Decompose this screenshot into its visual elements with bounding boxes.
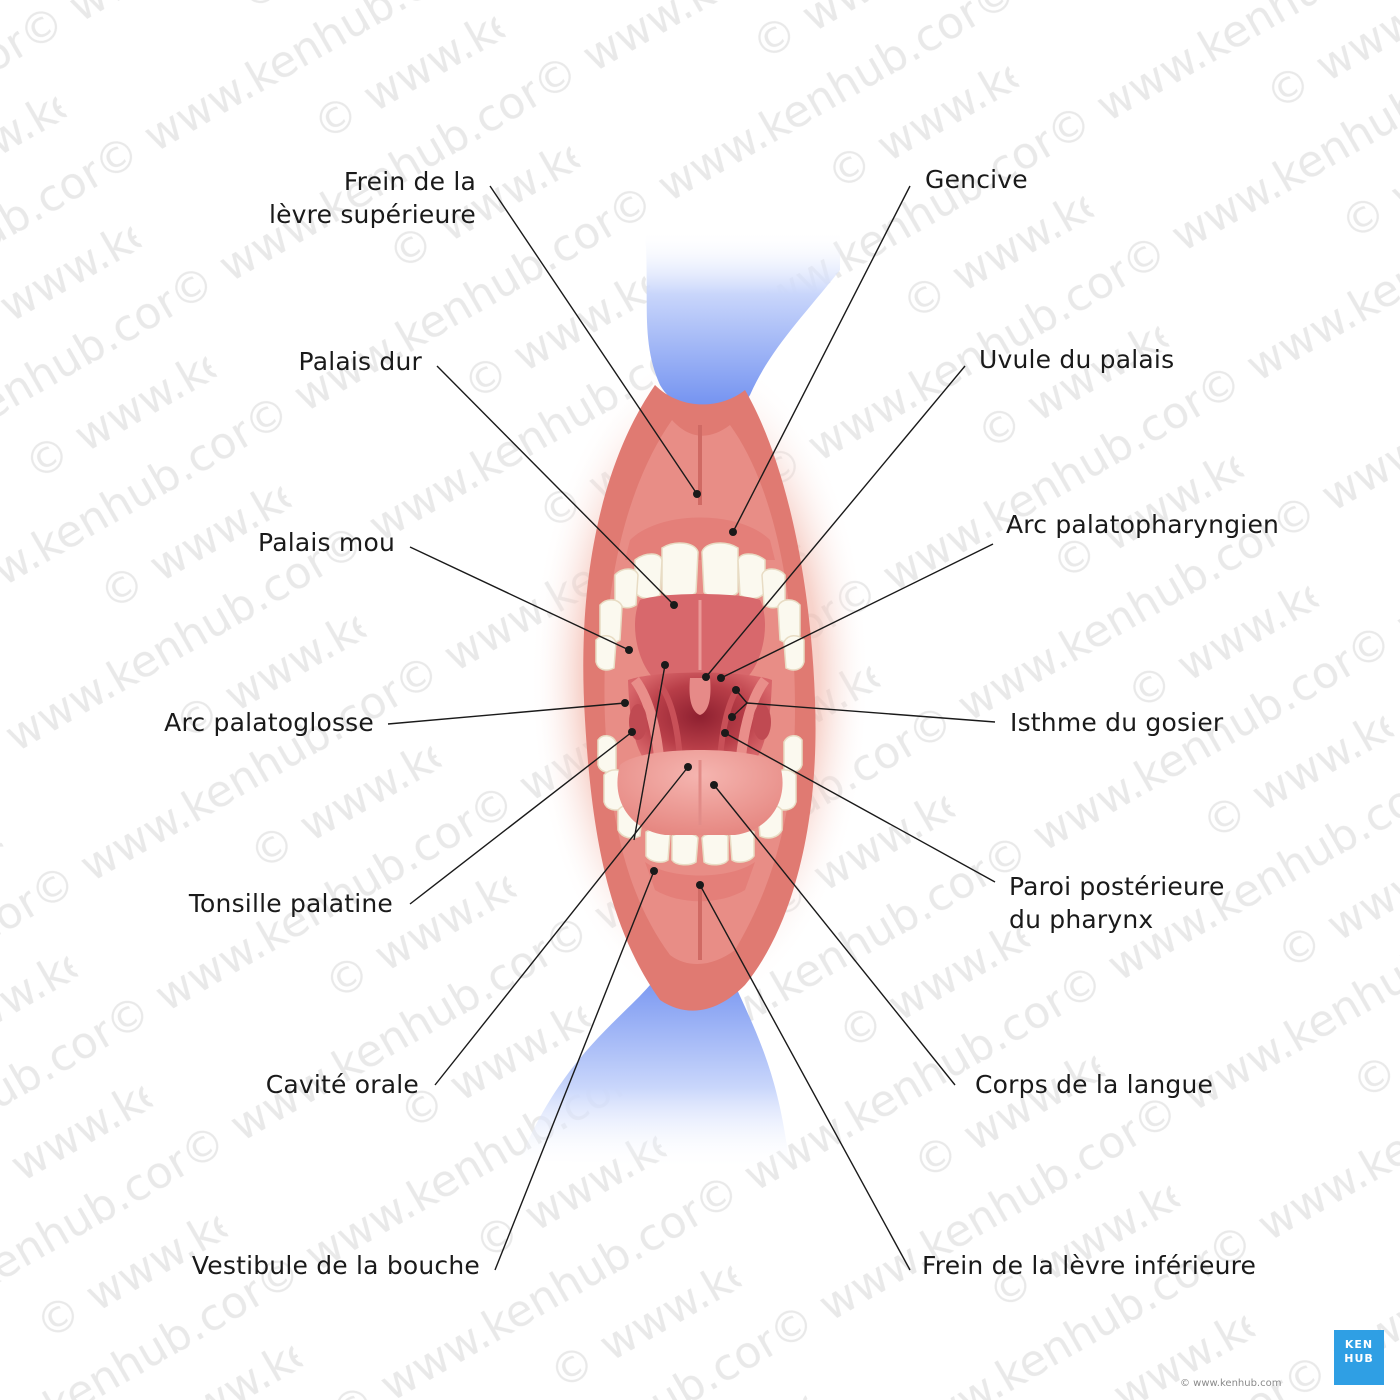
- label-arc-palatoglosse: Arc palatoglosse: [164, 708, 374, 737]
- label-frein-levre-inferieure: Frein de la lèvre inférieure: [922, 1251, 1257, 1280]
- label-tonsille-palatine: Tonsille palatine: [188, 889, 393, 918]
- dot-arc-palatopharyngien: [717, 674, 725, 682]
- dot-gencive: [729, 528, 737, 536]
- leader-vestibule: [494, 870, 655, 1271]
- leader-arc-palatoglosse: [387, 702, 626, 725]
- dot-corps-langue: [710, 781, 718, 789]
- leader-cavite-2: [633, 664, 666, 841]
- leader-dots: [621, 490, 740, 889]
- dot-palais-mou: [625, 646, 633, 654]
- dot-tonsille: [628, 728, 636, 736]
- leader-lines: [387, 185, 996, 1271]
- label-cavite-orale: Cavité orale: [265, 1070, 419, 1099]
- label-arc-palatopharyngien: Arc palatopharyngien: [1006, 510, 1280, 539]
- leader-palais-dur: [436, 365, 675, 606]
- label-frein-levre-superieure-line1: Frein de la: [343, 167, 476, 196]
- label-paroi-posterieure-pharynx: Paroi postérieure du pharynx: [1009, 870, 1225, 936]
- dot-frein-inferieur: [696, 881, 704, 889]
- leader-uvule: [705, 365, 966, 678]
- label-frein-levre-superieure-line2: lèvre supérieure: [268, 200, 476, 229]
- label-palais-mou: Palais mou: [258, 528, 395, 557]
- leader-corps-langue: [713, 784, 956, 1086]
- label-vestibule-de-la-bouche: Vestibule de la bouche: [191, 1251, 480, 1280]
- dot-isthme: [728, 713, 736, 721]
- label-palais-dur: Palais dur: [298, 347, 422, 376]
- label-paroi-line2: du pharynx: [1009, 905, 1154, 934]
- label-gencive: Gencive: [925, 165, 1028, 194]
- dot-paroi: [721, 729, 729, 737]
- label-uvule-du-palais: Uvule du palais: [979, 345, 1175, 374]
- leader-gencive: [732, 185, 911, 533]
- leader-frein-inferieur: [699, 884, 911, 1271]
- dot-palais-dur: [670, 601, 678, 609]
- label-corps-de-la-langue: Corps de la langue: [975, 1070, 1214, 1099]
- leader-isthme-1: [746, 702, 996, 723]
- label-frein-levre-superieure: Frein de la lèvre supérieure: [269, 165, 476, 231]
- leader-paroi: [724, 732, 996, 883]
- copyright-text: © www.kenhub.com: [1180, 1378, 1282, 1389]
- kenhub-logo: KEN HUB: [1334, 1330, 1384, 1385]
- leader-frein-superieur: [489, 185, 698, 495]
- uvula-shape: [689, 678, 711, 715]
- dot-cavite: [684, 763, 692, 771]
- dot-frein-superieur: [693, 490, 701, 498]
- dot-arc-palatopharyngien-2: [732, 686, 740, 694]
- dot-uvule: [702, 673, 710, 681]
- logo-line1: KEN: [1344, 1338, 1374, 1351]
- label-isthme-du-gosier: Isthme du gosier: [1010, 708, 1224, 737]
- dot-palais-mou-2: [661, 661, 669, 669]
- logo-line2: HUB: [1344, 1352, 1374, 1365]
- leader-cavite: [434, 766, 689, 1086]
- label-paroi-line1: Paroi postérieure: [1009, 872, 1225, 901]
- leader-tonsille: [409, 731, 633, 905]
- dot-arc-palatoglosse: [621, 699, 629, 707]
- glove-top: [645, 230, 840, 413]
- leader-arc-palatopharyngien: [720, 543, 994, 679]
- glove-bottom: [520, 964, 790, 1170]
- dot-vestibule: [650, 867, 658, 875]
- tonsil-right: [753, 704, 771, 740]
- leader-palais-mou: [409, 546, 630, 651]
